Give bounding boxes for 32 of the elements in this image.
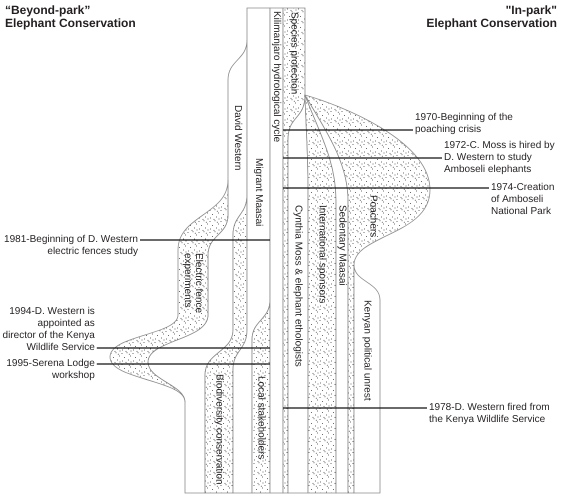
stream-band <box>233 8 270 493</box>
event-annotation: 1974-Creation of Amboseli National Park <box>489 182 559 218</box>
band-label: Kilimanjaro hydrological cycle <box>271 11 282 142</box>
event-annotation: 1994-D. Western is appointed as director of the Kenya Wildlife Service <box>0 306 97 354</box>
band-label: International sponsors <box>316 205 328 304</box>
event-annotation: 1995-Serena Lodge workshop <box>0 358 97 382</box>
leader-line <box>96 363 270 365</box>
stream-band <box>270 8 283 493</box>
stream-band <box>305 95 336 493</box>
band-label: David Western <box>232 105 243 170</box>
band-label: Local stakeholders <box>256 376 266 460</box>
leader-line <box>283 187 489 189</box>
event-annotation: 1972-C. Moss is hired by D. Western to study Amboseli elephants <box>442 140 561 176</box>
leader-line <box>283 129 413 131</box>
event-annotation: 1970-Beginning of the poaching crisis <box>413 112 535 136</box>
band-label: Poachers <box>368 195 378 238</box>
leader-line <box>140 239 270 241</box>
stream-band <box>354 265 380 493</box>
section-heading: “Beyond-park” Elephant Conservation <box>5 4 136 30</box>
band-label: Species protection <box>288 12 300 94</box>
leader-line <box>283 407 427 409</box>
band-label: Biodiversity conservation <box>214 374 224 485</box>
band-label: Cynthia Moss & elephant ethologists <box>292 205 304 367</box>
band-label: Electric fence experiments <box>182 253 204 316</box>
band-label: Migrant Maasai <box>253 158 264 226</box>
leader-line <box>96 347 270 349</box>
leader-line <box>283 157 442 159</box>
band-label: Kenyan political unrest <box>362 300 372 401</box>
band-label: Sedentary Maasai <box>336 205 348 286</box>
event-annotation: 1978-D. Western fired from the Kenya Wildlife Service <box>427 402 559 426</box>
event-annotation: 1981-Beginning of D. Western electric fences study <box>0 234 140 258</box>
section-heading: "In-park" Elephant Conservation <box>426 4 557 30</box>
